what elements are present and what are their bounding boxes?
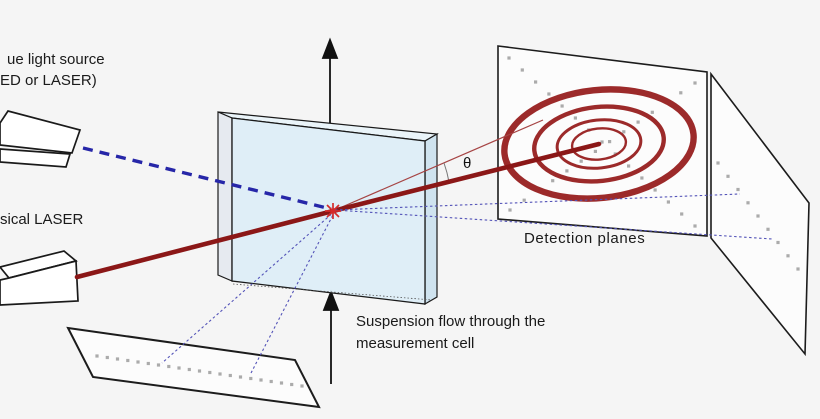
measurement-cell — [217, 111, 439, 306]
detector-dot — [766, 227, 770, 231]
bottom-detector-outline — [66, 326, 321, 409]
detector-dot — [249, 376, 253, 381]
detector-dot — [776, 240, 780, 245]
detector-dot — [547, 92, 551, 96]
scattering-angle-arc — [443, 162, 450, 183]
detector-dot — [95, 354, 99, 358]
detector-dot — [650, 110, 654, 114]
side-plane-dots — [716, 161, 800, 271]
detector-dot — [565, 169, 569, 173]
detector-dot — [300, 384, 304, 388]
detector-dot — [208, 370, 212, 375]
detector-dot — [238, 375, 243, 379]
detector-dot — [679, 91, 683, 95]
detector-dot — [187, 367, 191, 372]
detector-dot — [126, 358, 130, 363]
detector-dot — [560, 104, 564, 108]
detector-dot — [680, 212, 684, 216]
detection-plane-side-outline — [710, 71, 810, 357]
detector-dot — [279, 381, 284, 385]
suspension-flow-label-line1: Suspension flow through the — [356, 313, 546, 330]
detector-dot — [269, 379, 273, 384]
detection-plane-side — [710, 71, 810, 357]
scattered-ray-thin — [334, 119, 544, 211]
blue-light-source-box — [0, 110, 82, 168]
blue-source-label-line2: ED or LASER) — [0, 72, 97, 89]
detector-dot — [522, 198, 526, 202]
detector-dot — [653, 188, 657, 192]
detector-dot — [177, 366, 181, 370]
bottom-detector-plane — [66, 326, 321, 409]
outflow-arrow-head — [321, 37, 339, 59]
ring-2 — [555, 118, 643, 170]
detector-dot — [693, 224, 697, 228]
ring-4 — [501, 86, 697, 202]
inflow-arrow-head — [322, 289, 340, 311]
detector-dot — [693, 81, 697, 85]
ring-1 — [570, 127, 628, 161]
detector-dot — [640, 176, 644, 180]
detector-dot — [156, 363, 161, 367]
blue-source-front-face — [0, 148, 72, 168]
detector-dot — [636, 120, 640, 124]
detector-dot — [228, 373, 232, 378]
detector-dot — [534, 80, 538, 84]
detector-dot — [786, 254, 790, 258]
detection-plane-front — [497, 45, 708, 237]
classical-laser-label: sical LASER — [0, 211, 84, 228]
classical-laser-box — [0, 250, 79, 306]
blue-source-label-line1: ue light source — [7, 51, 105, 68]
detector-dot — [796, 267, 800, 271]
detector-dot — [218, 372, 222, 376]
cell-right-face — [424, 132, 438, 306]
blue-source-top-face — [0, 110, 82, 154]
detector-dot — [593, 149, 597, 153]
detector-dot — [508, 208, 512, 212]
detector-dot — [600, 140, 604, 144]
detector-dot — [105, 355, 109, 360]
inflow-arrow — [322, 289, 340, 384]
detector-dot — [666, 200, 670, 204]
detector-dot — [573, 116, 577, 120]
detector-dot — [756, 214, 760, 218]
detector-dot — [197, 369, 202, 373]
detector-dot — [290, 382, 294, 387]
theta-label: θ — [463, 155, 471, 172]
detector-dot — [608, 140, 612, 144]
ring-3 — [532, 104, 666, 184]
detector-dot — [259, 378, 263, 382]
outflow-arrow — [321, 37, 339, 126]
detector-dot — [716, 161, 720, 165]
detector-dot — [746, 201, 750, 205]
detector-dot — [167, 364, 171, 369]
bottom-detector-dots — [95, 354, 304, 388]
scattering-point-star — [325, 203, 341, 219]
cell-left-face — [217, 111, 233, 282]
detection-planes-label: Detection planes — [524, 230, 646, 247]
blue-incident-dashed-ray — [82, 146, 332, 211]
detector-dot — [579, 159, 583, 163]
diffraction-rings — [501, 86, 697, 202]
scatter-ray-2 — [249, 210, 336, 376]
detector-dot — [136, 360, 140, 364]
detector-dot — [627, 164, 631, 168]
detector-dot — [736, 187, 740, 192]
detector-dot — [146, 361, 150, 366]
laser-box-front-face — [0, 259, 79, 306]
detector-dot — [520, 68, 524, 72]
detector-dot — [622, 130, 626, 134]
detector-dot — [726, 174, 730, 178]
detector-dot — [551, 179, 555, 183]
detector-dot — [115, 357, 120, 361]
scattered-light-rays — [161, 193, 773, 376]
scatter-ray-1 — [161, 210, 336, 364]
suspension-flow-label-line2: measurement cell — [356, 335, 475, 352]
detector-dot — [507, 56, 511, 60]
